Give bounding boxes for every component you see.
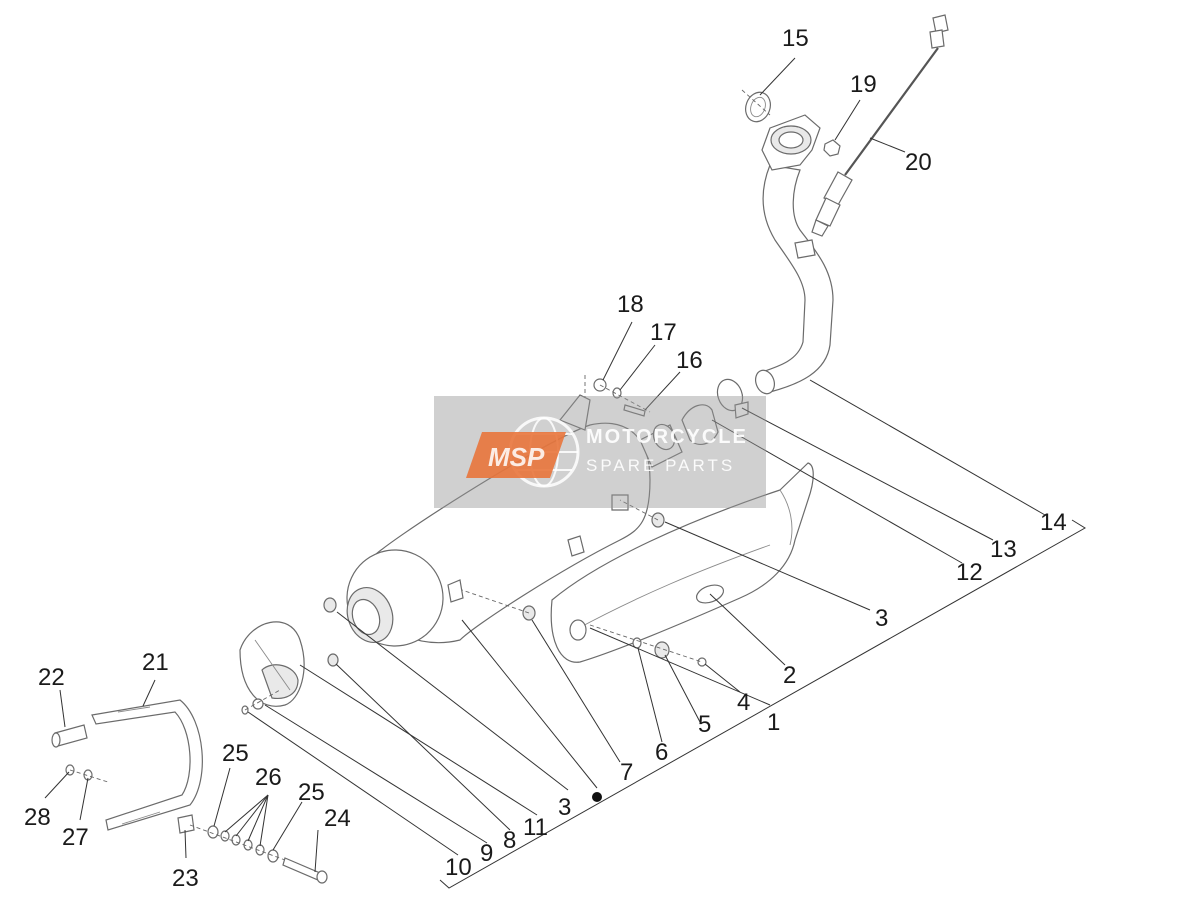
callout-18: 18 — [617, 291, 644, 318]
callout-labels: 1 2 3 3 4 5 6 7 8 9 10 11 12 13 14 15 16… — [24, 25, 1067, 892]
flange-nut — [823, 139, 841, 157]
watermark-brand: MOTORCYCLE — [586, 426, 748, 448]
callout-17: 17 — [650, 319, 677, 346]
callout-14: 14 — [1040, 509, 1067, 536]
callout-13: 13 — [990, 536, 1017, 563]
small-washers — [65, 764, 109, 783]
bracket-strap — [91, 699, 203, 831]
heat-shield — [550, 462, 814, 663]
callout-5: 5 — [698, 711, 711, 738]
assembly-bracket-line — [439, 519, 1086, 889]
callout-22: 22 — [38, 664, 65, 691]
callout-7: 7 — [620, 759, 633, 786]
callout-6: 6 — [655, 739, 668, 766]
callout-9: 9 — [480, 840, 493, 867]
callout-25a: 25 — [222, 740, 249, 767]
spacer-pin — [177, 814, 195, 834]
watermark-subtitle: SPARE PARTS — [586, 456, 736, 475]
leader-lines — [44, 57, 1046, 873]
watermark-logo: MSP — [466, 416, 580, 488]
callout-4: 4 — [737, 689, 750, 716]
exhaust-manifold-pipe — [754, 114, 834, 395]
rubber-grommets — [323, 512, 665, 667]
callout-8: 8 — [503, 827, 516, 854]
washer-stack — [189, 824, 286, 863]
watermark: MSP MOTORCYCLE SPARE PARTS — [434, 396, 766, 508]
callout-11: 11 — [523, 814, 548, 841]
callout-3b: 3 — [558, 794, 571, 821]
callout-21: 21 — [142, 649, 169, 676]
small-hardware — [241, 378, 707, 715]
pin — [51, 724, 88, 748]
pipe-clamp — [716, 378, 749, 419]
callout-15: 15 — [782, 25, 809, 52]
callout-23: 23 — [172, 865, 199, 892]
reference-dot — [592, 792, 602, 802]
callout-20: 20 — [905, 149, 932, 176]
end-cap — [239, 621, 305, 707]
callout-28: 28 — [24, 804, 51, 831]
callout-16: 16 — [676, 347, 703, 374]
callout-19: 19 — [850, 71, 877, 98]
alignment-lines — [244, 375, 703, 711]
pipe-sleeve — [681, 404, 719, 446]
lambda-sensor — [811, 14, 949, 237]
muffler-inlet-pipe — [639, 423, 683, 468]
callout-10: 10 — [445, 854, 472, 881]
svg-text:MSP: MSP — [488, 442, 545, 472]
long-bolt — [282, 857, 328, 884]
callout-1: 1 — [767, 709, 780, 736]
callout-2: 2 — [783, 662, 796, 689]
callout-12: 12 — [956, 559, 983, 586]
callout-25b: 25 — [298, 779, 325, 806]
callout-24: 24 — [324, 805, 351, 832]
gasket-ring — [741, 89, 771, 123]
callout-27: 27 — [62, 824, 89, 851]
callout-26: 26 — [255, 764, 282, 791]
callout-3a: 3 — [875, 605, 888, 632]
